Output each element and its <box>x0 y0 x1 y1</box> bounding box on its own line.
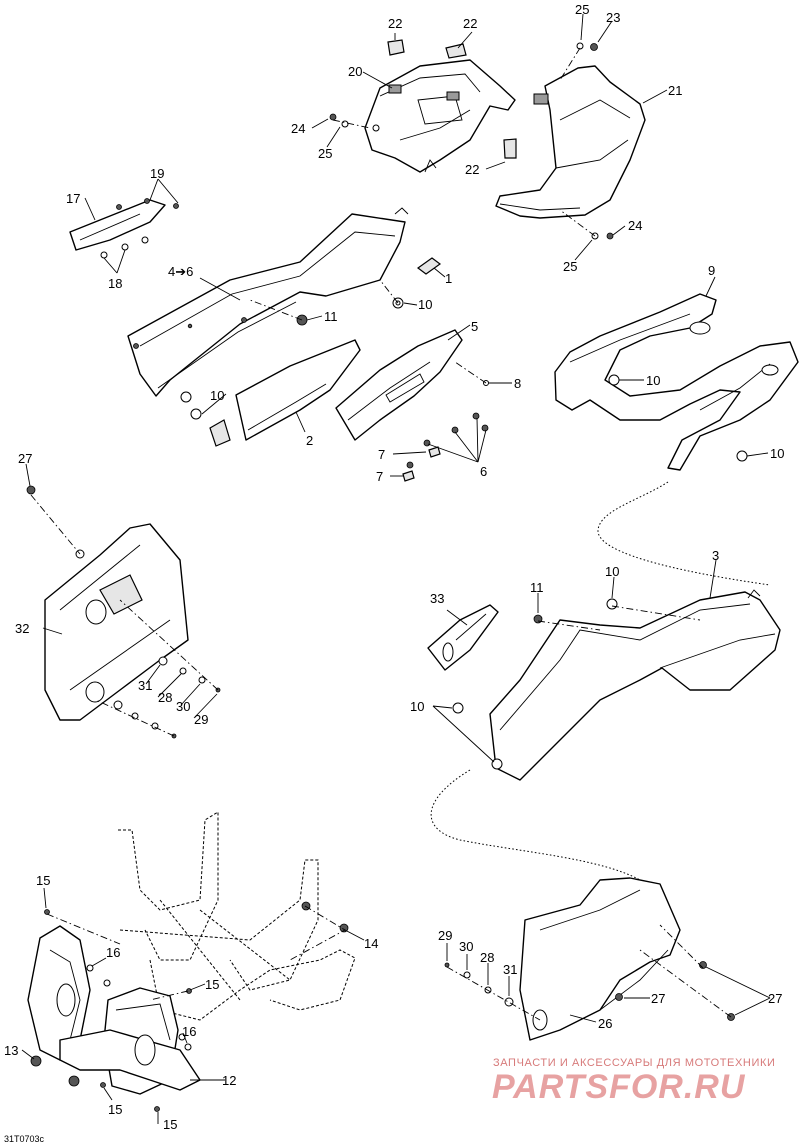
callout-31: 31 <box>138 678 152 693</box>
part-28-31-hardware-left <box>113 656 221 739</box>
callout-3: 3 <box>712 548 719 563</box>
callout-1: 1 <box>445 271 452 286</box>
callout-labels: 22 22 25 23 20 21 24 25 22 24 25 17 19 1… <box>4 2 784 1132</box>
callout-32: 32 <box>15 621 29 636</box>
callout-2: 2 <box>306 433 313 448</box>
part-3-main-fender <box>452 589 781 781</box>
callout-19: 19 <box>150 166 164 181</box>
callout-27: 27 <box>768 991 782 1006</box>
callout-22: 22 <box>465 162 479 177</box>
callout-11: 11 <box>324 309 338 324</box>
callout-28: 28 <box>158 690 172 705</box>
callout-27: 27 <box>651 991 665 1006</box>
part-32-bracket <box>26 485 189 721</box>
part-2-panel <box>209 339 361 447</box>
part-23-screw <box>590 43 598 51</box>
callout-23: 23 <box>606 10 620 25</box>
callout-33: 33 <box>430 591 444 606</box>
callout-15: 15 <box>108 1102 122 1117</box>
callout-26: 26 <box>598 1016 612 1031</box>
callout-29: 29 <box>438 928 452 943</box>
part-7-clips <box>402 446 441 482</box>
part-20-tray <box>364 59 516 173</box>
part-28-31-hardware-right <box>444 962 514 1007</box>
callout-22: 22 <box>388 16 402 31</box>
callout-14: 14 <box>364 936 378 951</box>
part-26-lower-guard <box>519 877 735 1041</box>
part-22-pad-middle <box>503 138 517 159</box>
callout-16: 16 <box>182 1024 196 1039</box>
link-curve-lower <box>430 769 641 881</box>
callout-22: 22 <box>463 16 477 31</box>
callout-10: 10 <box>770 446 784 461</box>
callout-24: 24 <box>291 121 305 136</box>
callout-21: 21 <box>668 83 682 98</box>
part-21-rear-tray <box>495 65 646 219</box>
part-4-6-side-panel <box>127 207 409 397</box>
callout-7: 7 <box>376 469 383 484</box>
callout-5: 5 <box>471 319 478 334</box>
part-12-front-guard <box>27 925 201 1095</box>
callout-29: 29 <box>194 712 208 727</box>
callout-30: 30 <box>176 699 190 714</box>
callout-15: 15 <box>205 977 219 992</box>
frame-reference <box>118 811 356 1021</box>
callout-20: 20 <box>348 64 362 79</box>
callout-24: 24 <box>628 218 642 233</box>
callout-15: 15 <box>36 873 50 888</box>
callout-10: 10 <box>418 297 432 312</box>
callout-27: 27 <box>18 451 32 466</box>
part-14-clips <box>301 901 349 933</box>
part-22-pad-top-left <box>387 39 405 56</box>
callout-4-6: 4➔6 <box>168 264 193 279</box>
part-25-washer-top <box>576 42 584 50</box>
callout-25: 25 <box>575 2 589 17</box>
part-33-bracket <box>427 604 499 671</box>
callout-7: 7 <box>378 447 385 462</box>
callout-31: 31 <box>503 962 517 977</box>
part-10-grommet-left <box>180 391 202 420</box>
hardware-axes <box>30 47 732 1021</box>
watermark: ЗАПЧАСТИ И АКСЕССУАРЫ ДЛЯ МОТОТЕХНИКИ PA… <box>492 1057 775 1106</box>
callout-28: 28 <box>480 950 494 965</box>
part-17-bracket <box>69 198 179 259</box>
watermark-logo: PARTSFOR.RU <box>492 1068 746 1106</box>
callout-11: 11 <box>530 580 544 595</box>
callout-8: 8 <box>514 376 521 391</box>
callout-25: 25 <box>318 146 332 161</box>
part-1-decal <box>416 257 442 275</box>
watermark-tagline: ЗАПЧАСТИ И АКСЕССУАРЫ ДЛЯ МОТОТЕХНИКИ <box>493 1057 775 1069</box>
part-22-pad-top-right <box>445 43 467 59</box>
callout-30: 30 <box>459 939 473 954</box>
callout-17: 17 <box>66 191 80 206</box>
callout-6: 6 <box>480 464 487 479</box>
part-24-screw-left <box>329 113 337 121</box>
callout-13: 13 <box>4 1043 18 1058</box>
callout-10: 10 <box>210 388 224 403</box>
part-9-rear-fender <box>554 293 799 471</box>
callout-12: 12 <box>222 1073 236 1088</box>
callout-10: 10 <box>410 699 424 714</box>
leader-lines <box>21 13 771 1124</box>
link-curve-upper <box>597 481 771 586</box>
reference-code: 31T0703c <box>4 1134 45 1144</box>
callout-18: 18 <box>108 276 122 291</box>
callout-15: 15 <box>163 1117 177 1132</box>
callout-10: 10 <box>605 564 619 579</box>
callout-10: 10 <box>646 373 660 388</box>
callout-9: 9 <box>708 263 715 278</box>
part-24-screw-right <box>606 232 614 240</box>
callout-25: 25 <box>563 259 577 274</box>
callout-16: 16 <box>106 945 120 960</box>
